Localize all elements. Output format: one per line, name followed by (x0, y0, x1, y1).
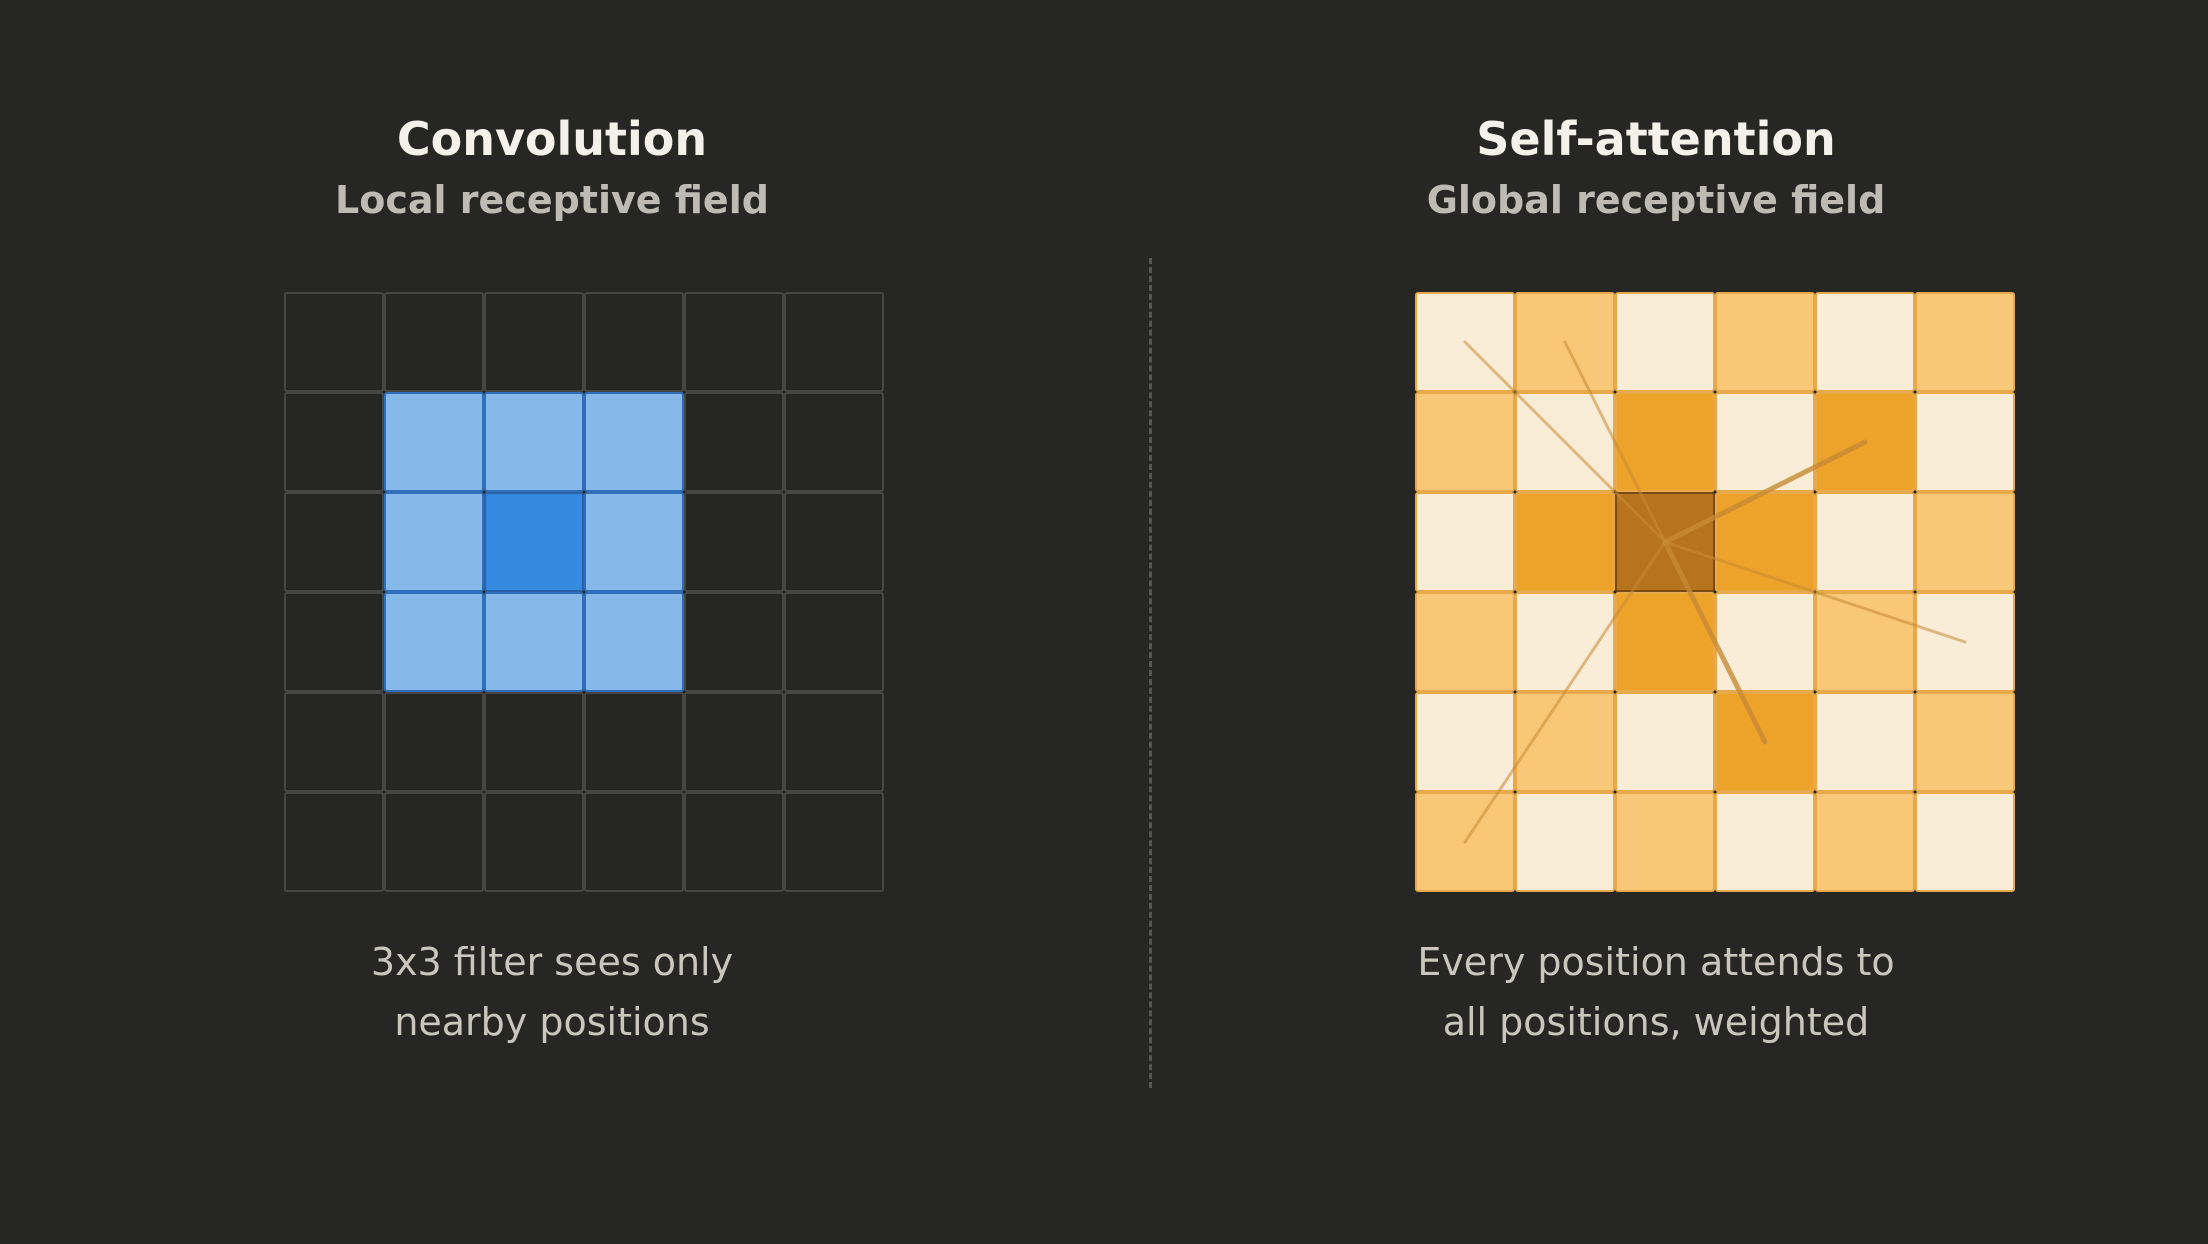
convolution-title: Convolution (396, 112, 708, 166)
attention-cell (1515, 392, 1615, 492)
self-attention-subtitle: Global receptive field (1426, 178, 1886, 222)
grid-cell (684, 292, 784, 392)
self-attention-title: Self-attention (1476, 112, 1836, 166)
attention-cell (1515, 692, 1615, 792)
attention-cell (1915, 792, 2015, 892)
attention-cell (1815, 692, 1915, 792)
filter-cell (584, 592, 684, 692)
attention-cell (1615, 792, 1715, 892)
grid-cell (784, 292, 884, 392)
filter-cell (384, 592, 484, 692)
convolution-caption-line-1: 3x3 filter sees only (370, 940, 734, 984)
attention-cell (1915, 692, 2015, 792)
grid-cell (384, 292, 484, 392)
attention-cell (1815, 392, 1915, 492)
self-attention-caption-line-1: Every position attends to (1417, 940, 1895, 984)
convolution-subtitle: Local receptive field (335, 178, 769, 222)
filter-cell (584, 492, 684, 592)
attention-cell (1515, 292, 1615, 392)
attention-cell (1915, 492, 2015, 592)
self-attention-caption-line-2: all positions, weighted (1442, 1000, 1870, 1044)
attention-cell (1415, 292, 1515, 392)
grid-cell (484, 792, 584, 892)
attention-cell (1715, 292, 1815, 392)
grid-cell (784, 592, 884, 692)
filter-cell (484, 392, 584, 492)
attention-cell (1515, 792, 1615, 892)
grid-cell (784, 792, 884, 892)
attention-cell (1815, 492, 1915, 592)
attention-cell (1815, 592, 1915, 692)
grid-cell (684, 592, 784, 692)
convolution-caption-line-2: nearby positions (394, 1000, 710, 1044)
grid-cell (284, 492, 384, 592)
attention-cell (1415, 792, 1515, 892)
filter-cell (584, 392, 684, 492)
grid-cell (684, 392, 784, 492)
convolution-caption: 3x3 filter sees only nearby positions (0, 932, 1104, 1052)
attention-cell (1915, 292, 2015, 392)
filter-center-cell (484, 492, 584, 592)
grid-cell (784, 492, 884, 592)
grid-cell (584, 292, 684, 392)
grid-cell (384, 792, 484, 892)
attention-cell (1615, 392, 1715, 492)
grid-cell (684, 792, 784, 892)
attention-cell (1815, 792, 1915, 892)
grid-cell (484, 292, 584, 392)
grid-cell (584, 692, 684, 792)
filter-cell (484, 592, 584, 692)
attention-cell (1715, 692, 1815, 792)
filter-cell (384, 492, 484, 592)
attention-cell (1615, 592, 1715, 692)
attention-cell (1715, 392, 1815, 492)
attention-cell (1715, 492, 1815, 592)
attention-cell (1415, 592, 1515, 692)
attention-cell (1915, 592, 2015, 692)
grid-cell (384, 692, 484, 792)
panel-divider (1149, 258, 1152, 1088)
attention-cell (1415, 392, 1515, 492)
convolution-grid (284, 292, 884, 892)
grid-cell (284, 792, 384, 892)
attention-cell (1715, 592, 1815, 692)
attention-cell (1615, 692, 1715, 792)
grid-cell (284, 292, 384, 392)
attention-cell (1715, 792, 1815, 892)
attention-cell (1515, 592, 1615, 692)
attention-cell (1415, 492, 1515, 592)
grid-cell (784, 392, 884, 492)
self-attention-panel: Self-attention Global receptive field Ev… (1104, 0, 2208, 1244)
grid-cell (284, 392, 384, 492)
filter-cell (384, 392, 484, 492)
self-attention-caption: Every position attends to all positions,… (1104, 932, 2208, 1052)
attention-cell (1615, 292, 1715, 392)
grid-cell (284, 592, 384, 692)
query-cell (1615, 492, 1715, 592)
attention-cell (1915, 392, 2015, 492)
grid-cell (284, 692, 384, 792)
convolution-panel: Convolution Local receptive field 3x3 fi… (0, 112, 1104, 1052)
attention-cell (1415, 692, 1515, 792)
attention-cell (1515, 492, 1615, 592)
grid-cell (684, 692, 784, 792)
grid-cell (584, 792, 684, 892)
grid-cell (784, 692, 884, 792)
attention-cell (1815, 292, 1915, 392)
grid-cell (484, 692, 584, 792)
grid-cell (684, 492, 784, 592)
self-attention-grid (1415, 292, 2015, 892)
